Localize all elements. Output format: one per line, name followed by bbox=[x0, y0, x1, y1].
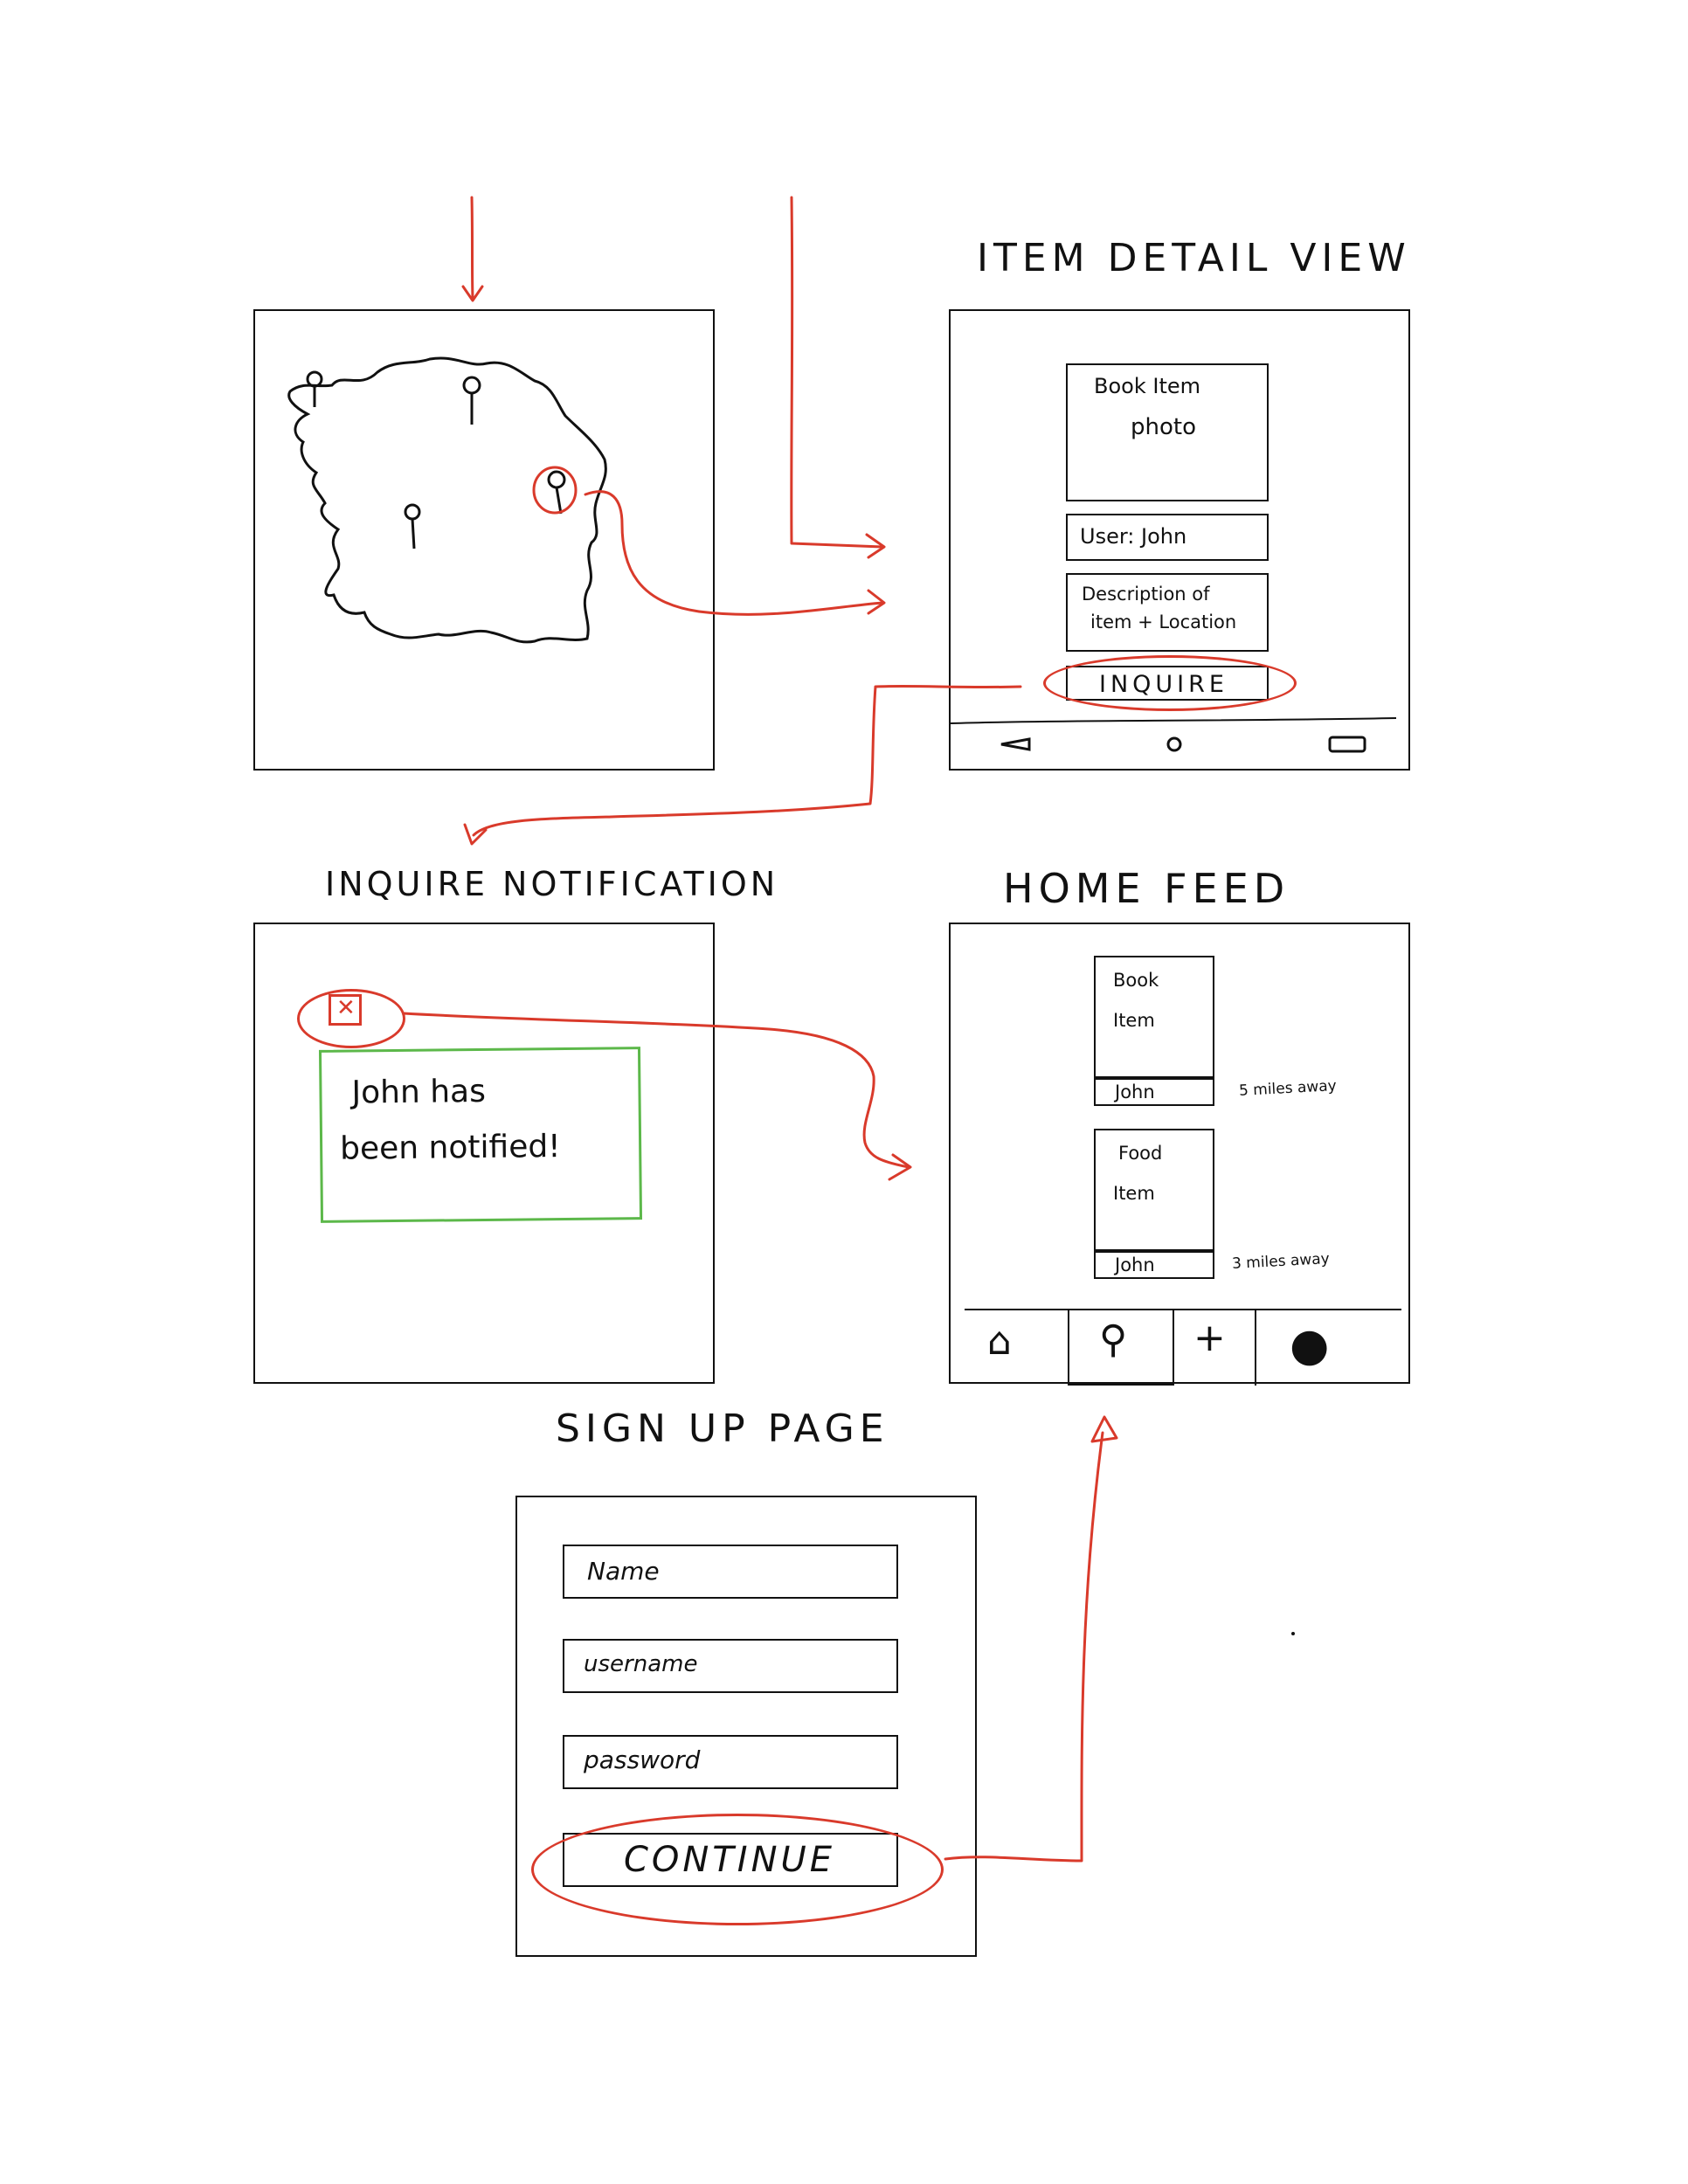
back-icon bbox=[1000, 737, 1031, 751]
map-screen bbox=[253, 309, 715, 771]
feed-item-user-label: John bbox=[1115, 1254, 1155, 1275]
flow-arrow-map-to-detail bbox=[584, 490, 884, 616]
inquire-notification-screen: ✕ John has been notified! bbox=[253, 923, 715, 1384]
name-field-placeholder: Name bbox=[587, 1557, 660, 1586]
item-user-label: User: John bbox=[1080, 524, 1187, 549]
item-photo-caption: photo bbox=[1131, 414, 1196, 440]
nav-add-button[interactable]: + bbox=[1173, 1310, 1256, 1386]
feed-item-user[interactable]: John bbox=[1094, 1078, 1214, 1106]
flow-arrow-entry-map-head bbox=[461, 285, 484, 302]
continue-highlight bbox=[531, 1814, 944, 1925]
inquire-highlight bbox=[1043, 655, 1297, 711]
nav-profile-button[interactable]: ● bbox=[1256, 1310, 1401, 1386]
username-field-placeholder: username bbox=[584, 1651, 698, 1677]
feed-item-title: Book bbox=[1113, 970, 1159, 991]
feed-item-card[interactable]: Food Item bbox=[1094, 1129, 1214, 1251]
bottom-nav: ⌂ ⚲ + ● bbox=[965, 1309, 1401, 1386]
item-detail-screen: Book Item photo User: John Description o… bbox=[949, 309, 1410, 771]
item-detail-title: ITEM DETAIL VIEW bbox=[977, 236, 1411, 280]
feed-item-card[interactable]: Book Item bbox=[1094, 956, 1214, 1078]
password-field[interactable]: password bbox=[563, 1735, 898, 1789]
sign-up-screen: Name username password CONTINUE bbox=[515, 1496, 977, 1957]
flow-arrow-entry-detail bbox=[790, 196, 884, 549]
flow-arrow-entry-map bbox=[470, 196, 474, 301]
home-circle-icon bbox=[1166, 736, 1182, 752]
android-nav-bar bbox=[951, 717, 1397, 753]
flow-arrow-inquire-to-notification-head bbox=[463, 823, 488, 846]
map-pin-icon bbox=[462, 376, 481, 425]
map-pin-icon bbox=[547, 470, 566, 515]
flow-arrow-close-to-feed bbox=[402, 1012, 910, 1169]
feed-item-title: Food bbox=[1118, 1143, 1163, 1164]
map-pin-icon bbox=[306, 370, 323, 407]
username-field[interactable]: username bbox=[563, 1639, 898, 1693]
selected-pin-highlight bbox=[532, 466, 578, 515]
nav-search-button[interactable]: ⚲ bbox=[1068, 1310, 1174, 1386]
home-feed-title: HOME FEED bbox=[1003, 865, 1290, 912]
feed-item-user-label: John bbox=[1115, 1082, 1155, 1102]
item-photo-label: Book Item bbox=[1094, 374, 1200, 398]
profile-icon: ● bbox=[1290, 1319, 1330, 1372]
map-illustration bbox=[287, 356, 607, 644]
flow-arrow-continue-to-feed bbox=[944, 1431, 1104, 1863]
flow-arrow-inquire-to-notification bbox=[472, 684, 1022, 837]
name-field[interactable]: Name bbox=[563, 1545, 898, 1599]
flow-arrow-entry-detail-head bbox=[865, 533, 886, 559]
map-pin-icon bbox=[404, 503, 421, 549]
stray-dot bbox=[1291, 1632, 1295, 1635]
home-feed-screen: Book Item John 5 miles away Food Item Jo… bbox=[949, 923, 1410, 1386]
inquire-notification-title: INQUIRE NOTIFICATION bbox=[325, 865, 779, 903]
close-highlight bbox=[297, 989, 405, 1048]
flow-arrow-map-to-detail-head bbox=[867, 589, 886, 615]
home-icon: ⌂ bbox=[987, 1319, 1012, 1364]
nav-home-button[interactable]: ⌂ bbox=[965, 1310, 1068, 1386]
search-icon: ⚲ bbox=[1099, 1317, 1128, 1362]
item-description-line2: item + Location bbox=[1090, 612, 1237, 632]
item-user: User: John bbox=[1066, 514, 1269, 561]
sign-up-title: SIGN UP PAGE bbox=[556, 1406, 889, 1451]
flow-arrow-continue-to-feed-head bbox=[1090, 1415, 1118, 1443]
password-field-placeholder: password bbox=[584, 1745, 701, 1774]
feed-item-subtitle: Item bbox=[1113, 1183, 1155, 1204]
flow-arrow-close-to-feed-head bbox=[888, 1153, 912, 1181]
feed-item-user[interactable]: John bbox=[1094, 1251, 1214, 1279]
add-icon: + bbox=[1193, 1316, 1226, 1360]
item-description-line1: Description of bbox=[1082, 584, 1210, 605]
map-area-outline bbox=[287, 356, 607, 644]
feed-item-subtitle: Item bbox=[1113, 1010, 1155, 1031]
item-description: Description of item + Location bbox=[1066, 573, 1269, 652]
item-photo: Book Item photo bbox=[1066, 363, 1269, 501]
recents-icon bbox=[1328, 736, 1366, 753]
